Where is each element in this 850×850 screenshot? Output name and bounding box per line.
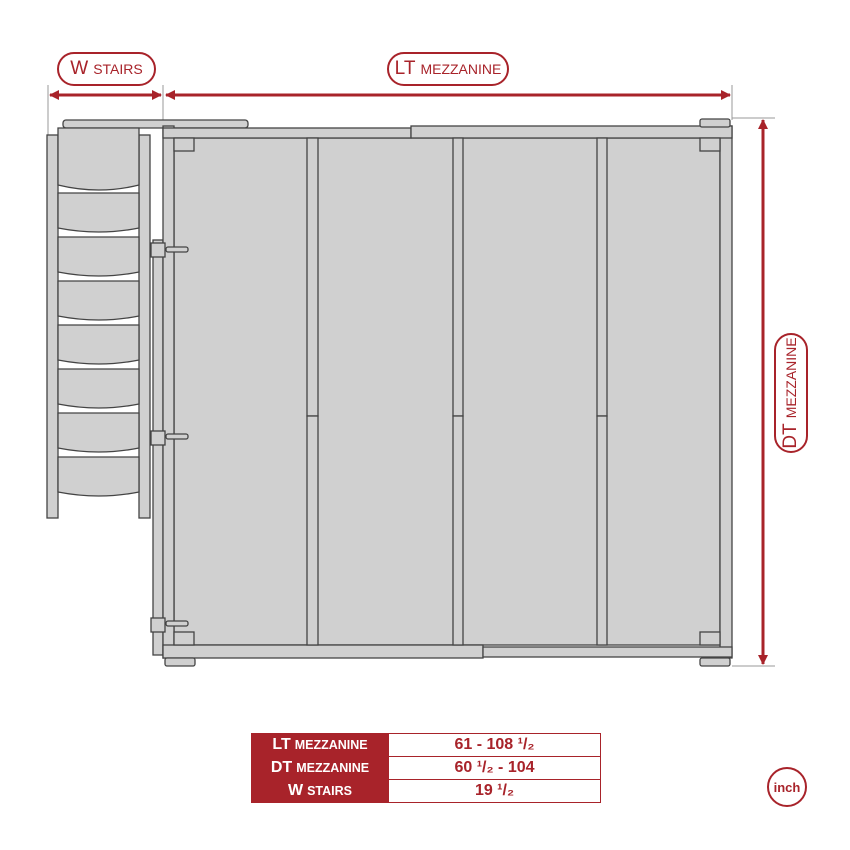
row-label-main: LT <box>272 736 291 753</box>
mezzanine-frame <box>150 118 733 667</box>
extension-lines <box>47 85 775 667</box>
row-label-sub: MEZZANINE <box>294 738 368 752</box>
row-label-sub: STAIRS <box>307 784 353 798</box>
dt-mezzanine-label: DT MEZZANINE <box>774 333 808 453</box>
stairs <box>46 119 249 519</box>
label-sub: MEZZANINE <box>420 61 502 77</box>
label-main: LT <box>394 58 416 79</box>
dimension-arrows <box>49 90 768 665</box>
row-label-main: W <box>287 782 304 799</box>
row-label-sub: MEZZANINE <box>296 761 370 775</box>
row-value: 61 - 108 ¹/₂ <box>388 733 601 757</box>
guard-rail <box>152 239 164 656</box>
row-value: 19 ¹/₂ <box>388 779 601 803</box>
row-value: 60 ¹/₂ - 104 <box>388 756 601 780</box>
label-sub: STAIRS <box>93 61 143 77</box>
label-sub: MEZZANINE <box>783 337 799 419</box>
label-main: W <box>70 58 89 79</box>
unit-badge: inch <box>767 767 807 807</box>
label-main: DT <box>780 423 801 449</box>
row-label-main: DT <box>270 759 293 776</box>
